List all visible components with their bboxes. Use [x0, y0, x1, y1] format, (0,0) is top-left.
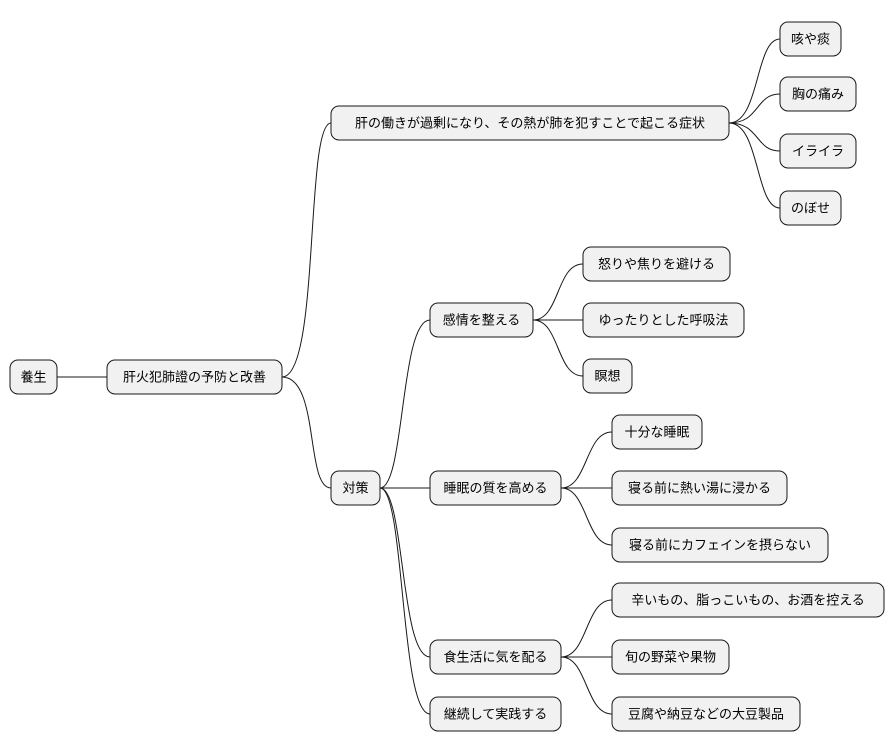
- edge-topic-symptoms: [281, 122, 332, 378]
- edge-symptoms-item-1: [728, 38, 781, 124]
- node-diet-item: 辛いもの、脂っこいもの、お酒を控える: [611, 582, 885, 618]
- node-symptom-item: 咳や痰: [779, 21, 842, 57]
- node-emotion-item: ゆったりとした呼吸法: [582, 302, 745, 338]
- edge-measures-diet: [379, 487, 431, 658]
- edge-symptoms-item-2: [728, 93, 781, 124]
- node-symptom-item-label: のぼせ: [791, 202, 830, 217]
- node-emotion-label: 感情を整える: [443, 313, 521, 329]
- node-diet-item: 旬の野菜や果物: [611, 639, 730, 675]
- edge-diet-item-1: [560, 599, 613, 658]
- edge-symptoms-item-4: [728, 122, 781, 209]
- node-emotion-item-label: ゆったりとした呼吸法: [598, 314, 728, 329]
- node-sleep-item: 十分な睡眠: [611, 414, 703, 450]
- node-emotion-item-label: 瞑想: [594, 369, 620, 385]
- node-symptom-item-label: 胸の痛み: [792, 87, 844, 103]
- node-diet-item-label: 豆腐や納豆などの大豆製品: [628, 708, 784, 723]
- node-diet: 食生活に気を配る: [429, 639, 562, 675]
- edge-measures-emotion: [379, 319, 431, 489]
- node-diet-item-label: 辛いもの、脂っこいもの、お酒を控える: [631, 594, 865, 609]
- edge-emotion-item-1: [532, 263, 584, 321]
- node-symptoms: 肝の働きが過剰になり、その熱が肺を犯すことで起こる症状: [330, 105, 730, 141]
- node-symptom-item: 胸の痛み: [779, 76, 857, 112]
- node-measures-label: 対策: [342, 481, 368, 497]
- node-emotion-item-label: 怒りや焦りを避ける: [598, 258, 715, 273]
- node-sleep-item-label: 寝る前に熱い湯に浸かる: [628, 481, 771, 497]
- node-sleep-item-label: 十分な睡眠: [624, 426, 689, 441]
- node-topic: 肝火犯肺證の予防と改善: [106, 359, 283, 395]
- node-continue: 継続して実践する: [429, 696, 562, 732]
- node-emotion: 感情を整える: [429, 302, 534, 338]
- node-measures: 対策: [330, 470, 381, 506]
- node-symptoms-label: 肝の働きが過剰になり、その熱が肺を犯すことで起こる症状: [355, 117, 705, 132]
- node-continue-label: 継続して実践する: [444, 707, 548, 723]
- node-root-label: 養生: [20, 370, 46, 386]
- node-diet-label: 食生活に気を配る: [443, 650, 547, 666]
- edge-diet-item-3: [560, 656, 613, 715]
- node-symptom-item-label: イライラ: [792, 145, 844, 160]
- edge-emotion-item-3: [532, 319, 584, 377]
- node-diet-item: 豆腐や納豆などの大豆製品: [611, 696, 801, 732]
- node-emotion-item: 瞑想: [582, 358, 633, 394]
- node-emotion-item: 怒りや焦りを避ける: [582, 246, 731, 282]
- node-sleep-label: 睡眠の質を高める: [443, 481, 547, 497]
- node-sleep-item: 寝る前に熱い湯に浸かる: [611, 470, 788, 506]
- node-symptom-item: のぼせ: [779, 190, 842, 226]
- edge-measures-continue: [379, 487, 431, 715]
- node-sleep: 睡眠の質を高める: [429, 470, 562, 506]
- node-root: 養生: [9, 359, 58, 395]
- node-sleep-item-label: 寝る前にカフェインを摂らない: [629, 538, 811, 554]
- node-symptom-item: イライラ: [779, 133, 857, 169]
- edge-sleep-item-1: [560, 431, 613, 489]
- edge-topic-measures: [281, 376, 332, 489]
- node-symptom-item-label: 咳や痰: [791, 32, 830, 48]
- edge-symptoms-item-3: [728, 122, 781, 152]
- node-diet-item-label: 旬の野菜や果物: [625, 651, 716, 666]
- node-topic-label: 肝火犯肺證の予防と改善: [123, 370, 266, 386]
- node-sleep-item: 寝る前にカフェインを摂らない: [611, 527, 829, 563]
- edge-sleep-item-3: [560, 487, 613, 546]
- connectors: [57, 38, 781, 715]
